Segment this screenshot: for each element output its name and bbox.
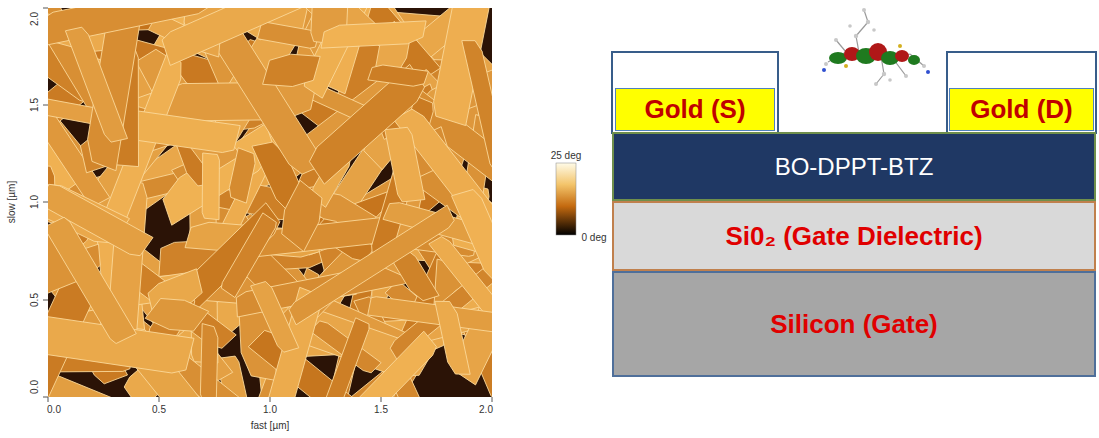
source-electrode: Gold (S) [615,88,775,131]
tick-label: 0.5 [152,405,166,415]
crystal-grain [257,22,319,48]
crystal-grains [48,8,492,397]
crystal-grain [48,217,136,343]
tick-label: 0.5 [30,293,40,307]
layer-label: BO-DPPT-BTZ [775,153,934,181]
crystal-grain [202,153,219,220]
tick-label: 1.0 [263,405,277,415]
tick-label: 0.0 [47,405,61,415]
colorbar-label: 0 deg [581,233,606,243]
crystal-grain [320,318,369,397]
dielectric-layer: Si0₂ (Gate Dielectric) [612,201,1096,271]
axis-title: fast [µm] [251,421,290,431]
layer-label: Gold (D) [970,94,1073,125]
gate-layer: Silicon (Gate) [612,271,1096,377]
crystal-grain [435,301,470,374]
semiconductor-layer: BO-DPPT-BTZ [612,132,1096,201]
crystal-grain [368,65,429,86]
tick-label: 1.5 [374,405,388,415]
color-bar [556,163,576,235]
tick-label: 1.0 [30,195,40,209]
colorbar-label: 25 deg [551,151,582,161]
crystal-grain [368,297,492,337]
tick-label: 1.5 [30,98,40,112]
crystal-grain [462,41,492,175]
afm-image [48,8,492,397]
crystal-grain [263,54,321,86]
crystal-grain [200,324,218,397]
crystal-grain [385,127,425,202]
layer-label: Si0₂ (Gate Dielectric) [725,221,982,252]
tick-label: 2.0 [479,405,493,415]
axis-ticks [43,8,492,402]
crystal-grain [145,299,209,332]
device-outline [612,52,1096,134]
crystal-grain [229,148,255,203]
tick-label: 2.0 [30,12,40,26]
axis-title: slow [µm] [7,181,17,223]
crystal-grain [452,190,493,280]
drain-electrode: Gold (D) [949,88,1094,131]
crystal-grain [320,331,437,397]
layer-label: Gold (S) [644,94,745,125]
crystal-grain [282,180,322,251]
tick-label: 0.0 [30,380,40,394]
crystal-grain [65,27,127,142]
crystal-grain [321,21,426,48]
layer-label: Silicon (Gate) [770,309,938,340]
crystal-grain [251,282,299,353]
molecule-orbital [822,8,930,86]
